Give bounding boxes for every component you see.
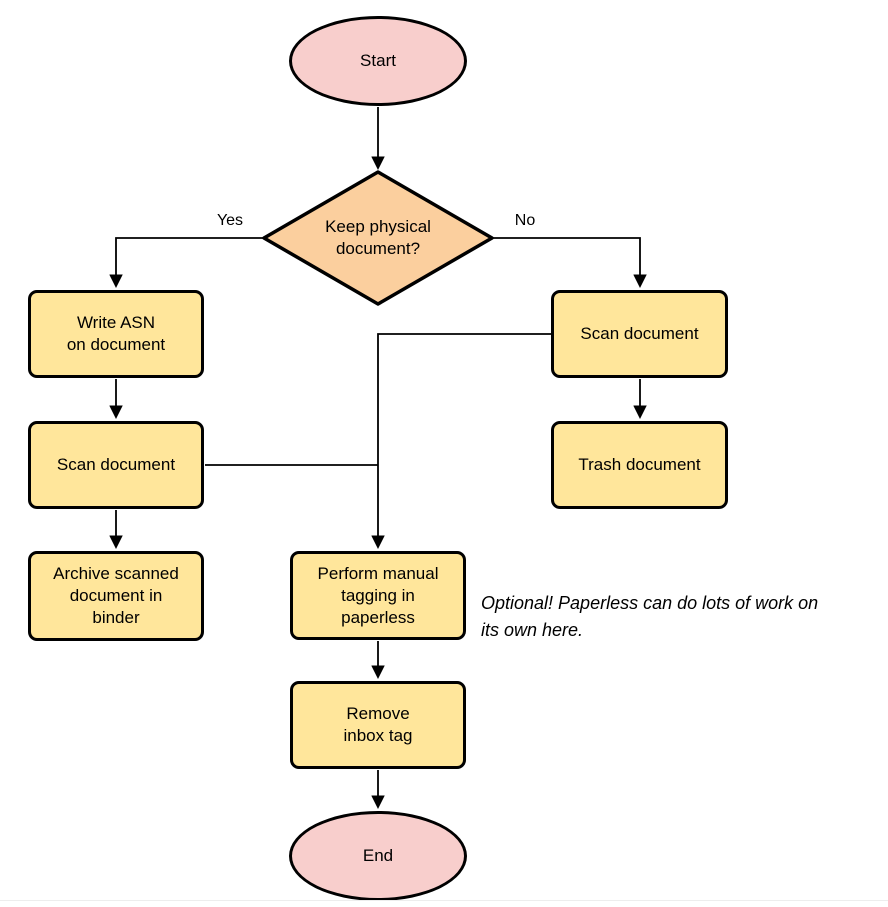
connector-decision-to-write-asn bbox=[109, 237, 264, 289]
write-asn-node: Write ASN on document bbox=[28, 290, 204, 378]
edge-label-no: No bbox=[514, 212, 536, 229]
remove-inbox-tag-node: Remove inbox tag bbox=[290, 681, 466, 769]
connector-decision-to-scan-right bbox=[492, 237, 647, 289]
manual-tagging-node: Perform manual tagging in paperless bbox=[290, 551, 466, 640]
scan-document-right-node: Scan document bbox=[551, 290, 728, 378]
write-asn-node-label: Write ASN on document bbox=[66, 313, 166, 354]
connector-scan-right-to-tagging bbox=[371, 333, 551, 550]
manual-tagging-label: Perform manual tagging in paperless bbox=[317, 563, 439, 627]
scan-document-right-label: Scan document bbox=[580, 324, 699, 343]
archive-node: Archive scanned document in binder bbox=[28, 551, 204, 641]
trash-document-node: Trash document bbox=[551, 421, 728, 509]
scan-document-left-node: Scan document bbox=[28, 421, 204, 509]
decision-diamond-shape bbox=[262, 170, 494, 306]
page-divider-line bbox=[0, 900, 888, 901]
trash-document-label: Trash document bbox=[578, 455, 701, 474]
start-node: Start bbox=[289, 16, 467, 106]
decision-node-label: Keep physical document? bbox=[325, 217, 431, 258]
end-node-label: End bbox=[362, 846, 394, 865]
start-node-label: Start bbox=[360, 51, 396, 70]
remove-inbox-tag-label: Remove inbox tag bbox=[343, 704, 413, 745]
scan-document-left-label: Scan document bbox=[56, 455, 176, 474]
archive-node-label: Archive scanned document in binder bbox=[53, 564, 179, 627]
optional-note: Optional! Paperless can do lots of work … bbox=[481, 593, 819, 640]
end-node: End bbox=[289, 811, 467, 901]
edge-label-yes: Yes bbox=[216, 212, 244, 229]
